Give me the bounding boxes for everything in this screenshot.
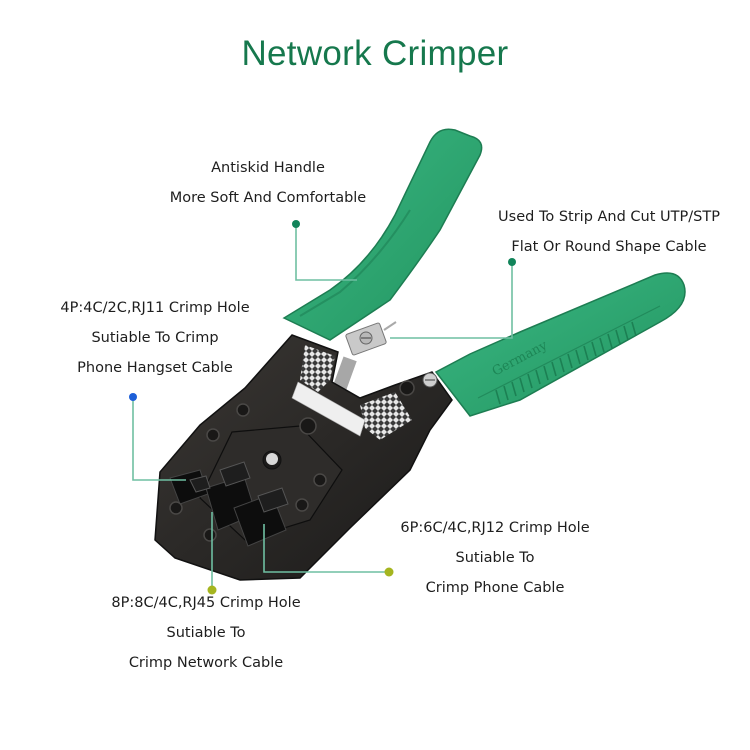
callout-line: Used To Strip And Cut UTP/STP — [498, 209, 720, 225]
callout-antiskid-handle: Antiskid Handle More Soft And Comfortabl… — [160, 153, 376, 213]
callout-dot-rj45 — [207, 585, 217, 595]
callout-line: 6P:6C/4C,RJ12 Crimp Hole — [400, 520, 590, 536]
callout-rj45-crimp-hole: 8P:8C/4C,RJ45 Crimp Hole Sutiable To Cri… — [100, 588, 312, 678]
callout-rj11-crimp-hole: 4P:4C/2C,RJ11 Crimp Hole Sutiable To Cri… — [52, 293, 258, 383]
leader-rj12 — [263, 524, 388, 573]
callout-line: 4P:4C/2C,RJ11 Crimp Hole — [60, 300, 250, 316]
callout-line: Sutiable To Crimp — [91, 330, 219, 346]
leader-rj11 — [132, 398, 186, 481]
callout-line: Sutiable To — [455, 550, 535, 566]
lower-handle: Germany — [434, 272, 686, 417]
callout-dot-stripper — [508, 258, 516, 266]
callout-line: Phone Hangset Cable — [77, 360, 233, 376]
callout-line: Flat Or Round Shape Cable — [511, 239, 707, 255]
callout-dot-rj12 — [384, 567, 394, 577]
callout-line: 8P:8C/4C,RJ45 Crimp Hole — [111, 595, 301, 611]
callout-rj12-crimp-hole: 6P:6C/4C,RJ12 Crimp Hole Sutiable To Cri… — [390, 513, 600, 603]
leader-handle — [295, 225, 357, 281]
callout-strip-cut: Used To Strip And Cut UTP/STP Flat Or Ro… — [486, 202, 732, 262]
leader-stripper — [390, 262, 513, 339]
leader-lines — [132, 225, 513, 590]
callout-line: Sutiable To — [166, 625, 246, 641]
crimper-body — [154, 334, 453, 581]
upper-handle — [282, 128, 483, 341]
callout-line: Antiskid Handle — [211, 160, 325, 176]
callout-line: Crimp Phone Cable — [425, 580, 565, 596]
page-title: Network Crimper — [241, 34, 509, 73]
stripper-blade — [333, 321, 397, 390]
callout-line: More Soft And Comfortable — [169, 190, 367, 206]
callout-line: Crimp Network Cable — [128, 655, 284, 671]
callout-dot-handle — [292, 220, 300, 228]
callout-dot-rj11 — [129, 393, 137, 401]
